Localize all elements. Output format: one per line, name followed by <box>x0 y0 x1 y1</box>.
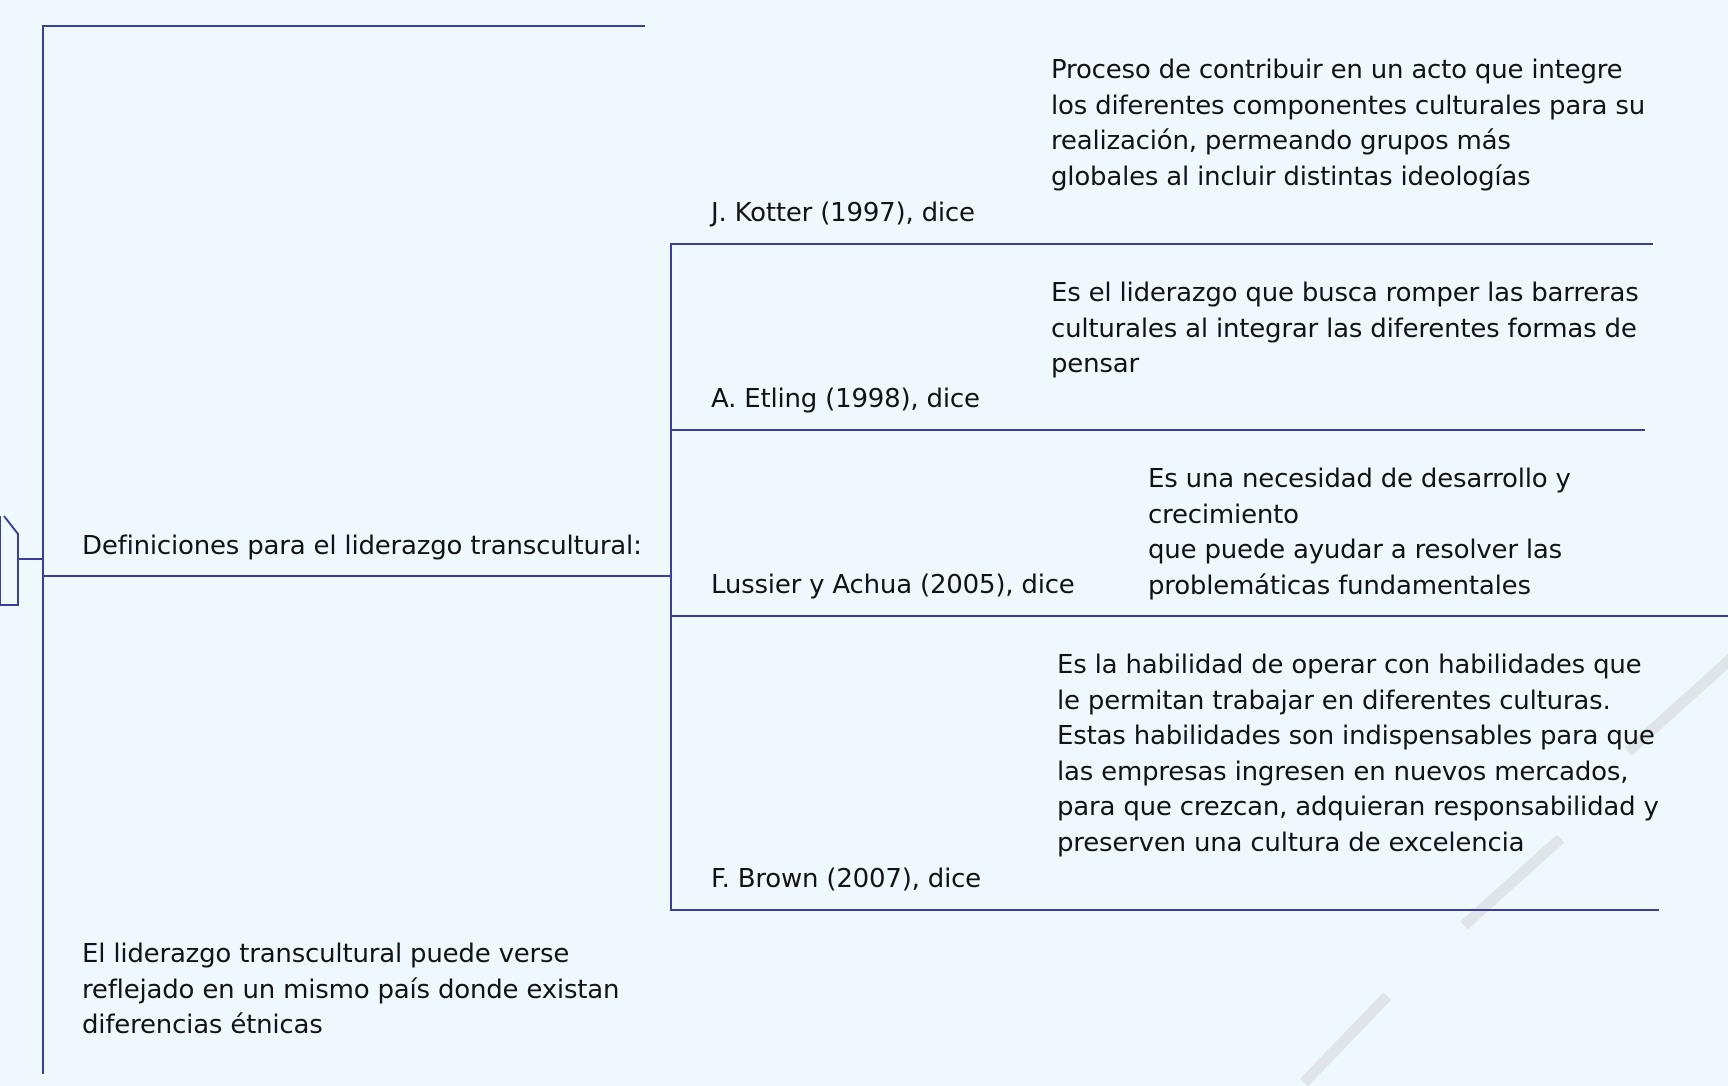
root-underline <box>42 575 671 577</box>
root-label: Definiciones para el liderazgo transcult… <box>82 531 642 561</box>
sibling-note: El liderazgo transcultural puede verse r… <box>82 939 620 1040</box>
branch-underline <box>670 909 1659 911</box>
branch-underline <box>670 615 1728 617</box>
parent-connector <box>18 558 43 560</box>
branch-author: Lussier y Achua (2005), dice <box>711 570 1075 600</box>
branch-underline <box>670 429 1645 431</box>
branch-author: A. Etling (1998), dice <box>711 384 980 414</box>
branch-definition: Es la habilidad de operar con habilidade… <box>1057 650 1659 858</box>
decorative-stripe <box>1300 992 1392 1086</box>
definitions-trunk-line <box>670 243 672 910</box>
top-branch-line <box>42 25 645 27</box>
branch-author: J. Kotter (1997), dice <box>711 198 975 228</box>
parent-node-icon <box>0 515 19 606</box>
branch-underline <box>670 243 1653 245</box>
branch-definition: Es el liderazgo que busca romper las bar… <box>1051 278 1639 379</box>
branch-definition: Es una necesidad de desarrollo y crecimi… <box>1148 464 1571 601</box>
branch-author: F. Brown (2007), dice <box>711 864 981 894</box>
branch-definition: Proceso de contribuir en un acto que int… <box>1051 55 1645 192</box>
main-trunk-line <box>42 25 44 1074</box>
